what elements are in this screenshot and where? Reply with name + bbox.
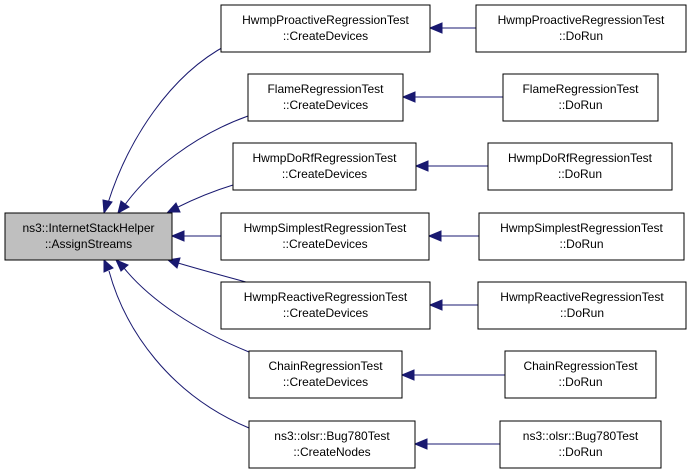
node-label-line2: ::CreateDevices [282,237,367,251]
edge-root-from-bug780 [108,270,250,429]
node-dorf-dorun[interactable]: HwmpDoRfRegressionTest ::DoRun [487,142,673,191]
node-label-line1: HwmpReactiveRegressionTest [500,290,664,304]
node-label-line1: ChainRegressionTest [268,359,383,373]
edge-root-from-dorf [175,184,234,209]
node-label-line2: ::CreateNodes [293,445,370,459]
arrow-head [166,202,181,213]
root-node[interactable]: ns3::InternetStackHelper ::AssignStreams [4,212,173,261]
node-label-line1: ChainRegressionTest [523,359,638,373]
node-label-line1: HwmpReactiveRegressionTest [244,290,408,304]
arrow-head [414,160,429,172]
node-label-line2: ::DoRun [558,98,602,112]
node-label-line2: ::DoRun [560,306,604,320]
arrow-head [103,258,114,273]
arrow-head [117,200,130,214]
arrow-head [170,230,185,242]
node-label-line1: HwmpSimplestRegressionTest [244,221,407,235]
node-reactive-createdevices[interactable]: HwmpReactiveRegressionTest ::CreateDevic… [220,281,431,330]
arrow-head [401,91,416,103]
node-label-line2: ::CreateDevices [283,306,368,320]
node-label-line2: ::CreateDevices [282,167,367,181]
root-node-line2: ::AssignStreams [45,237,132,251]
node-reactive-dorun[interactable]: HwmpReactiveRegressionTest ::DoRun [477,281,687,330]
edge-root-from-proactive [107,44,228,204]
node-label-line1: FlameRegressionTest [267,82,384,96]
node-flame-createdevices[interactable]: FlameRegressionTest ::CreateDevices [247,73,404,122]
arrow-head [102,199,113,215]
node-simplest-createdevices[interactable]: HwmpSimplestRegressionTest ::CreateDevic… [220,212,430,261]
arrow-head [428,22,443,34]
node-label-line2: ::DoRun [558,167,602,181]
arrow-head [427,230,442,242]
node-label-line1: HwmpProactiveRegressionTest [242,13,409,27]
node-flame-dorun[interactable]: FlameRegressionTest ::DoRun [502,73,659,122]
edge-root-from-reactive [177,262,247,283]
node-label-line2: ::DoRun [558,445,602,459]
node-label-line2: ::DoRun [559,29,603,43]
node-dorf-createdevices[interactable]: HwmpDoRfRegressionTest ::CreateDevices [232,142,417,191]
node-label-line1: HwmpDoRfRegressionTest [508,151,653,165]
node-label-line2: ::CreateDevices [283,98,368,112]
node-proactive-createdevices[interactable]: HwmpProactiveRegressionTest ::CreateDevi… [220,4,431,53]
arrow-head [115,259,129,272]
node-label-line1: HwmpProactiveRegressionTest [498,13,665,27]
node-simplest-dorun[interactable]: HwmpSimplestRegressionTest ::DoRun [478,212,685,261]
node-label-line2: ::DoRun [558,375,602,389]
node-label-line2: ::CreateDevices [283,29,368,43]
node-label-line1: ns3::olsr::Bug780Test [523,429,639,443]
arrow-head [400,369,415,381]
node-bug780-dorun[interactable]: ns3::olsr::Bug780Test ::DoRun [499,420,662,469]
edge-root-from-flame [123,115,249,207]
node-chain-createdevices[interactable]: ChainRegressionTest ::CreateDevices [248,350,403,399]
node-label-line2: ::DoRun [559,237,603,251]
root-node-line1: ns3::InternetStackHelper [22,221,154,235]
node-bug780-createnodes[interactable]: ns3::olsr::Bug780Test ::CreateNodes [248,420,416,469]
arrow-head [428,299,443,311]
node-label-line2: ::CreateDevices [283,375,368,389]
node-proactive-dorun[interactable]: HwmpProactiveRegressionTest ::DoRun [475,4,687,53]
arrow-head [413,438,428,450]
node-label-line1: HwmpDoRfRegressionTest [252,151,397,165]
edges [102,22,505,450]
node-label-line1: HwmpSimplestRegressionTest [500,221,663,235]
edge-root-from-chain [123,267,250,353]
node-label-line1: FlameRegressionTest [522,82,639,96]
node-label-line1: ns3::olsr::Bug780Test [274,429,390,443]
node-chain-dorun[interactable]: ChainRegressionTest ::DoRun [504,350,657,399]
